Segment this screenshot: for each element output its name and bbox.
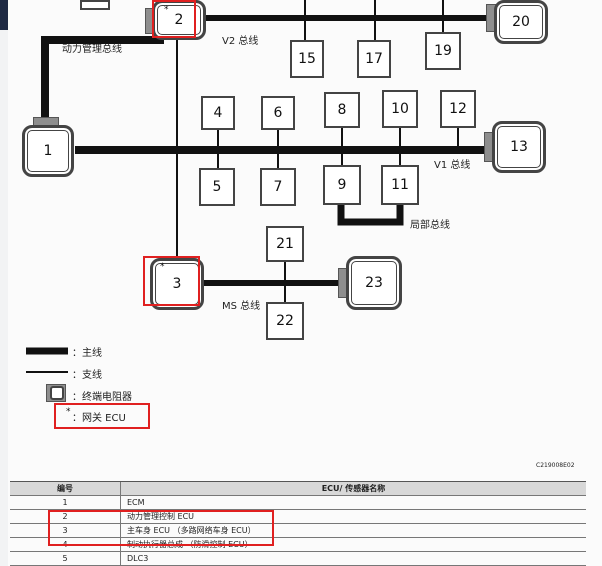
ecu-9: 9 bbox=[323, 165, 361, 205]
table-row: 1 ECM bbox=[10, 496, 586, 510]
ecu-10: 10 bbox=[382, 90, 418, 128]
figure-code: C219008E02 bbox=[536, 462, 575, 469]
ecu-4: 4 bbox=[201, 96, 235, 130]
row-name: 主车身 ECU （多路网络车身 ECU） bbox=[127, 526, 256, 535]
row-number: 5 bbox=[10, 552, 121, 565]
ecu-22: 22 bbox=[266, 302, 304, 340]
gateway-mark-3: * bbox=[160, 262, 165, 272]
ecu-12: 12 bbox=[440, 90, 476, 128]
row-name: 动力管理控制 ECU bbox=[127, 512, 195, 521]
table-row: 5 DLC3 bbox=[10, 552, 586, 566]
legend-terminator: ：终端电阻器 bbox=[72, 392, 132, 403]
ecu-17: 17 bbox=[357, 40, 391, 78]
ecu-top-partial bbox=[80, 0, 110, 10]
table-header: 编号 ECU/ 传感器名称 bbox=[10, 482, 586, 496]
row-name: DLC3 bbox=[127, 554, 149, 563]
ecu-8: 8 bbox=[324, 92, 360, 128]
ecu-20: 20 bbox=[494, 0, 548, 44]
table-row: 2 动力管理控制 ECU bbox=[10, 510, 586, 524]
ms-bus-label: MS 总线 bbox=[222, 301, 261, 312]
highlight-table-rows bbox=[48, 510, 274, 546]
ecu-3: 3 bbox=[150, 258, 204, 310]
legend-branch-line: ：支线 bbox=[72, 370, 102, 381]
legend-gateway: ：网关 ECU bbox=[72, 413, 126, 424]
row-number: 3 bbox=[10, 524, 121, 537]
table-row: 3 主车身 ECU （多路网络车身 ECU） bbox=[10, 524, 586, 538]
gateway-mark-2: * bbox=[164, 5, 169, 15]
ecu-13: 13 bbox=[492, 121, 546, 173]
ecu-21: 21 bbox=[266, 226, 304, 262]
power-bus-label: 动力管理总线 bbox=[62, 44, 122, 55]
highlight-legend-gateway bbox=[54, 403, 150, 429]
header-number: 编号 bbox=[10, 482, 121, 495]
ecu-5: 5 bbox=[199, 168, 235, 206]
row-name: ECM bbox=[127, 498, 145, 507]
legend-main-line: ：主线 bbox=[72, 348, 102, 359]
v1-bus-label: V1 总线 bbox=[434, 160, 471, 171]
ecu-1: 1 bbox=[22, 125, 74, 177]
ecu-23: 23 bbox=[346, 256, 402, 310]
header-name: ECU/ 传感器名称 bbox=[321, 484, 386, 493]
ecu-table: 编号 ECU/ 传感器名称 1 ECM 2 动力管理控制 ECU 3 主车身 E… bbox=[10, 481, 586, 566]
highlight-ecu-2 bbox=[152, 0, 196, 38]
ecu-19: 19 bbox=[425, 32, 461, 70]
local-bus-label: 局部总线 bbox=[410, 220, 450, 231]
ecu-6: 6 bbox=[261, 96, 295, 130]
row-number: 2 bbox=[10, 510, 121, 523]
highlight-ecu-3 bbox=[143, 256, 200, 306]
ecu-11: 11 bbox=[381, 165, 419, 205]
v2-bus-label: V2 总线 bbox=[222, 36, 259, 47]
ecu-15: 15 bbox=[290, 40, 324, 78]
legend-ecu-icon bbox=[50, 386, 64, 400]
row-number: 1 bbox=[10, 496, 121, 509]
ecu-7: 7 bbox=[260, 168, 296, 206]
page-edge-marker bbox=[0, 0, 8, 30]
legend-gateway-mark: * bbox=[66, 407, 71, 417]
